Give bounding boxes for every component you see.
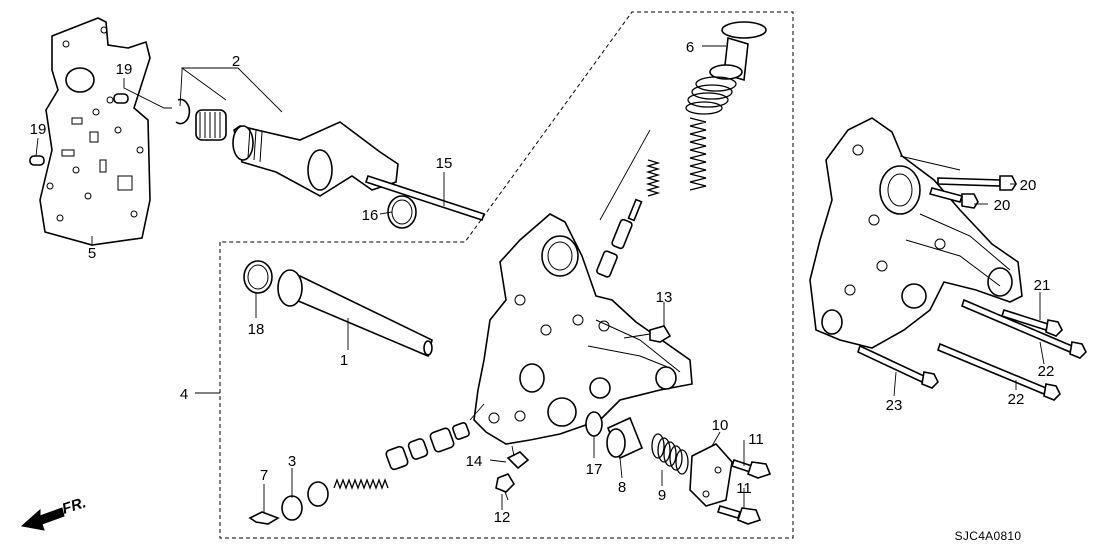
valve-spool-lower bbox=[385, 422, 470, 471]
valve-sleeve bbox=[606, 416, 644, 460]
housing-bolt-22 bbox=[937, 298, 1087, 401]
callout-19-upper: 19 bbox=[116, 61, 133, 78]
callout-9: 9 bbox=[658, 487, 666, 504]
flange-bolt-13 bbox=[623, 325, 672, 343]
callout-labels: 1 2 3 4 5 6 7 8 9 10 11 11 12 13 14 15 1… bbox=[30, 39, 1055, 526]
front-direction-marker: FR. bbox=[20, 494, 88, 531]
valve-spring-upper bbox=[689, 117, 707, 191]
retainer-clip bbox=[248, 511, 280, 525]
dowel-pin bbox=[29, 93, 129, 166]
callout-18: 18 bbox=[248, 321, 265, 338]
callout-22-upper: 22 bbox=[1038, 363, 1055, 380]
housing-bolt-23 bbox=[857, 344, 939, 389]
valve-plug-3 bbox=[281, 481, 329, 521]
callout-11-lower: 11 bbox=[736, 480, 752, 497]
callout-15: 15 bbox=[436, 155, 453, 172]
valve-spool bbox=[596, 198, 643, 278]
callout-7: 7 bbox=[260, 467, 268, 484]
callout-1: 1 bbox=[340, 352, 348, 369]
callout-12: 12 bbox=[494, 509, 511, 526]
needle-bearing bbox=[195, 109, 227, 141]
shaft-pin bbox=[364, 174, 486, 222]
callout-20-upper: 20 bbox=[1020, 177, 1037, 194]
valve-spring-9 bbox=[651, 433, 689, 475]
callout-11-upper: 11 bbox=[748, 431, 764, 448]
callout-6: 6 bbox=[686, 39, 694, 56]
front-arrow-icon bbox=[20, 507, 65, 531]
servo-shaft bbox=[277, 269, 433, 358]
flange-bolt-12 bbox=[495, 473, 516, 501]
callout-20-lower: 20 bbox=[994, 197, 1011, 214]
callout-2: 2 bbox=[232, 53, 240, 70]
front-label: FR. bbox=[60, 494, 88, 518]
o-ring-16 bbox=[387, 195, 417, 229]
valve-spring-small bbox=[645, 159, 661, 197]
valve-spring-large bbox=[685, 76, 737, 115]
callout-16: 16 bbox=[362, 207, 379, 224]
flange-bolt-11 bbox=[716, 458, 772, 525]
callout-14: 14 bbox=[466, 453, 483, 470]
callout-8: 8 bbox=[618, 479, 626, 496]
o-ring-17 bbox=[585, 411, 603, 437]
assembly-boundary bbox=[195, 11, 794, 539]
callout-21: 21 bbox=[1034, 277, 1051, 294]
callout-4: 4 bbox=[180, 386, 188, 403]
transmission-housing bbox=[809, 117, 1023, 349]
washer-14 bbox=[506, 451, 530, 470]
callout-3: 3 bbox=[288, 453, 296, 470]
separator-plate bbox=[39, 17, 151, 246]
callout-23: 23 bbox=[886, 397, 903, 414]
callout-10: 10 bbox=[712, 417, 729, 434]
o-ring-18 bbox=[243, 260, 273, 294]
diagram-code: SJC4A0810 bbox=[955, 529, 1022, 543]
valve-spring-lower bbox=[333, 478, 389, 490]
valve-cap bbox=[709, 21, 767, 82]
callout-17: 17 bbox=[586, 461, 603, 478]
leader-lines bbox=[35, 45, 1045, 512]
control-shaft bbox=[232, 121, 399, 197]
callout-22-lower: 22 bbox=[1008, 391, 1025, 408]
housing-bolt-21 bbox=[1000, 308, 1063, 337]
snap-ring bbox=[175, 98, 191, 125]
cover-plate bbox=[689, 443, 733, 507]
housing-bolt-20 bbox=[928, 175, 1017, 209]
callout-13: 13 bbox=[656, 289, 673, 306]
valve-body bbox=[473, 213, 693, 445]
callout-5: 5 bbox=[88, 245, 96, 262]
callout-19-lower: 19 bbox=[30, 121, 47, 138]
